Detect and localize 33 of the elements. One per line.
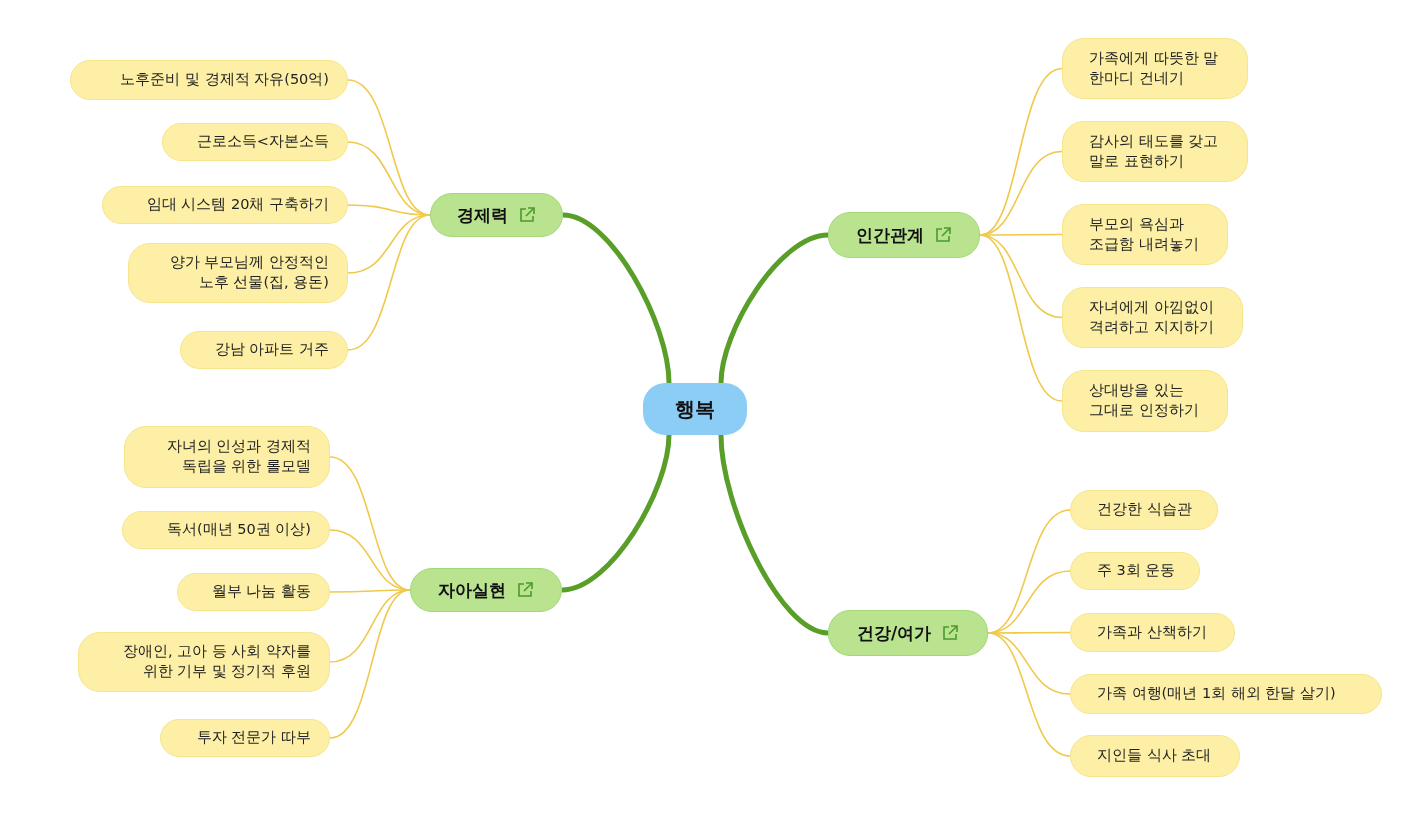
subtopic-box: 임대 시스템 20채 구축하기 <box>102 186 348 224</box>
topic-box <box>828 212 980 258</box>
subtopic-box: 상대방을 있는 그대로 인정하기 <box>1062 370 1228 432</box>
topic-box <box>828 610 988 656</box>
topic-label: 건강/여가 <box>856 621 932 645</box>
subtopic-box: 강남 아파트 거주 <box>180 331 348 369</box>
connector-line <box>718 434 829 636</box>
subtopic-box: 주 3회 운동 <box>1070 552 1200 590</box>
subtopic-box: 자녀의 인성과 경제적 독립을 위한 롤모델 <box>124 426 330 488</box>
subtopic-box: 건강한 식습관 <box>1070 490 1218 530</box>
subtopic-box: 자녀에게 아낌없이 격려하고 지지하기 <box>1062 287 1243 348</box>
topic-label: 인간관계 <box>856 223 924 247</box>
topic-box <box>410 568 562 612</box>
connector-line <box>562 212 672 384</box>
central-topic-box: 행복 <box>643 383 747 435</box>
subtopic-box: 감사의 태도를 갖고 말로 표현하기 <box>1062 121 1248 182</box>
subtopic-box: 가족에게 따뜻한 말 한마디 건네기 <box>1062 38 1248 99</box>
connector-line <box>718 232 829 384</box>
subtopic-box: 가족 여행(매년 1회 해외 한달 살기) <box>1070 674 1382 714</box>
subtopic-box: 지인들 식사 초대 <box>1070 735 1240 777</box>
subtopic-box: 양가 부모님께 안정적인 노후 선물(집, 용돈) <box>128 243 348 303</box>
subtopic-box: 장애인, 고아 등 사회 약자를 위한 기부 및 정기적 후원 <box>78 632 330 692</box>
topic-box <box>430 193 563 237</box>
subtopic-box: 독서(매년 50권 이상) <box>122 511 330 549</box>
subtopic-box: 월부 나눔 활동 <box>177 573 330 611</box>
subtopic-box: 근로소득<자본소득 <box>162 123 348 161</box>
subtopic-box: 가족과 산책하기 <box>1070 613 1235 652</box>
subtopic-box: 투자 전문가 따부 <box>160 719 330 757</box>
connector-line <box>561 434 672 593</box>
subtopic-box: 노후준비 및 경제적 자유(50억) <box>70 60 348 100</box>
topic-label: 자아실현 <box>438 578 506 602</box>
subtopic-box: 부모의 욕심과 조급함 내려놓기 <box>1062 204 1228 265</box>
topic-label: 경제력 <box>457 203 508 227</box>
